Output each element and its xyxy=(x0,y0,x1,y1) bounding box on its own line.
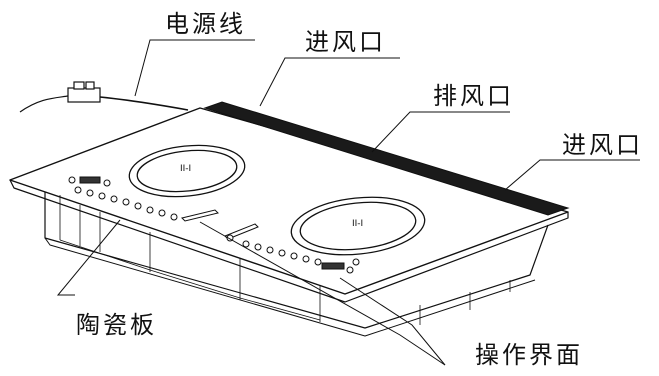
power-cord-drawing xyxy=(19,81,189,113)
burner-left-outer xyxy=(128,144,246,198)
leader-ceramic-plate xyxy=(56,219,121,296)
burner-mark-left: II-I xyxy=(180,164,192,174)
burner-right-outer xyxy=(290,196,426,256)
burner-right-inner xyxy=(299,201,417,251)
control-buttons-right xyxy=(224,223,360,274)
leader-control-panel-b xyxy=(339,277,446,366)
glass-top xyxy=(9,107,569,295)
vent-strip xyxy=(203,101,570,216)
label-ceramic-plate: 陶瓷板 xyxy=(76,311,157,339)
burner-left-inner xyxy=(136,149,238,193)
label-exhaust-vent: 排风口 xyxy=(433,82,514,110)
leader-lines xyxy=(56,39,640,366)
cooktop-base xyxy=(44,192,549,329)
leader-air-inlet-right xyxy=(504,159,640,191)
control-buttons-left xyxy=(68,176,219,222)
label-air-inlet-right: 进风口 xyxy=(562,131,643,159)
leader-control-panel-a xyxy=(199,221,446,366)
leader-air-inlet-top xyxy=(259,57,400,107)
label-power-cord: 电源线 xyxy=(165,10,246,38)
leader-power-cord xyxy=(134,39,255,97)
leader-exhaust-vent xyxy=(371,111,510,153)
label-air-inlet-top: 进风口 xyxy=(305,28,386,56)
label-control-panel: 操作界面 xyxy=(475,341,583,369)
burner-mark-right: II-I xyxy=(352,219,364,229)
